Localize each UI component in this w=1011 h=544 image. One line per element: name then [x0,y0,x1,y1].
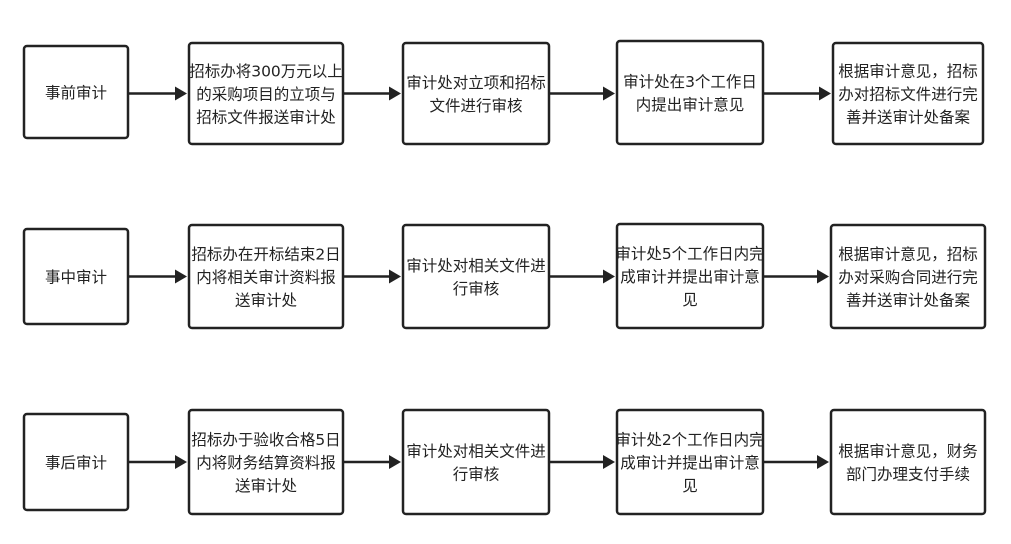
flow-arrow-r3-4-to-5 [763,455,829,469]
flow-arrow-r2-4-to-5 [763,269,829,284]
process-box-shape [401,41,551,146]
process-box-text-line: 善并送审计处备案 [846,109,971,127]
process-box-text-line: 成审计并提出审计意 [620,453,760,472]
arrowhead-icon [175,269,187,284]
flow-arrow-r2-2-to-3 [343,269,401,284]
process-box-text-line: 送审计处 [235,292,297,310]
flow-arrow-r3-3-to-4 [549,455,615,469]
process-box-shape [615,39,765,146]
arrowhead-icon [389,86,401,101]
process-box-text-line: 事前审计 [45,84,107,102]
process-box-text-line: 事中审计 [45,269,107,287]
flow-arrow-r1-4-to-5 [763,86,831,101]
arrowhead-icon [819,86,831,101]
process-box-text-line: 内将相关审计资料报 [196,269,336,287]
process-box-text-line: 内将财务结算资料报 [196,453,336,472]
process-box-shape [615,222,765,330]
process-box-shape [829,408,987,516]
arrowhead-icon [603,269,615,284]
process-box-text-line: 部门办理支付手续 [846,466,970,484]
nodes: 事前审计招标办将300万元以上的采购项目的立项与招标文件报送审计处审计处对立项和… [22,39,987,516]
process-box-text-line: 招标文件报送审计处 [196,109,336,127]
process-box-shape [401,223,551,330]
flow-arrow-r3-1-to-2 [128,455,187,469]
process-box-text-line: 招标办于验收合格5日 [191,431,340,449]
arrowhead-icon [175,455,187,469]
process-box-text-line: 根据审计意见，财务 [838,442,978,461]
process-box-shape [831,41,985,146]
process-box-text-line: 审计处对相关文件进 [406,443,546,461]
process-box-text-line: 审计处2个工作日内完 [615,431,764,449]
process-box-r1-c1: 事前审计 [22,44,130,140]
process-box-r2-c1: 事中审计 [22,227,130,326]
process-box-text-line: 行审核 [453,280,500,298]
process-box-shape [829,223,987,330]
arrowhead-icon [389,269,401,284]
arrowhead-icon [817,269,829,284]
process-box-shape [22,412,130,512]
edges [128,86,831,469]
process-box-text-line: 见 [682,291,698,309]
process-box-text-line: 送审计处 [235,477,297,495]
flow-arrow-r3-2-to-3 [343,455,401,469]
arrowhead-icon [389,455,401,469]
process-box-text-line: 办对招标文件进行完 [838,86,978,104]
process-box-text-line: 事后审计 [45,454,107,472]
flow-arrow-r1-1-to-2 [128,86,187,101]
process-box-text-line: 办对采购合同进行完 [838,269,978,287]
process-box-text-line: 善并送审计处备案 [846,292,971,310]
process-box-text-line: 见 [682,477,698,495]
flow-arrow-r1-3-to-4 [549,86,615,101]
process-box-shape [22,227,130,326]
process-box-shape [187,41,345,146]
process-box-text-line: 根据审计意见，招标 [838,62,978,81]
process-box-text-line: 行审核 [453,466,500,484]
process-box-text-line: 内提出审计意见 [636,95,745,114]
process-box-shape [401,408,551,516]
process-box-text-line: 根据审计意见，招标 [838,245,978,264]
arrowhead-icon [603,86,615,101]
process-box-shape [187,408,345,516]
process-box-r3-c1: 事后审计 [22,412,130,512]
process-box-text-line: 审计处对立项和招标 [406,74,546,92]
process-box-shape [187,223,345,330]
arrowhead-icon [175,86,187,101]
process-box-text-line: 的采购项目的立项与 [196,86,336,104]
flow-arrow-r1-2-to-3 [343,86,401,101]
process-box-text-line: 审计处在3个工作日 [623,73,757,91]
arrowhead-icon [603,455,615,469]
process-box-shape [615,408,765,516]
flow-arrow-r2-1-to-2 [128,269,187,284]
process-box-text-line: 招标办将300万元以上 [189,63,343,81]
arrowhead-icon [817,455,829,469]
process-box-shape [22,44,130,140]
process-box-text-line: 审计处对相关文件进 [406,257,546,275]
process-box-text-line: 成审计并提出审计意 [620,267,760,286]
process-box-text-line: 文件进行审核 [429,97,522,115]
process-box-text-line: 招标办在开标结束2日 [191,246,340,264]
flow-arrow-r2-3-to-4 [549,269,615,284]
process-box-text-line: 审计处5个工作日内完 [615,245,764,263]
